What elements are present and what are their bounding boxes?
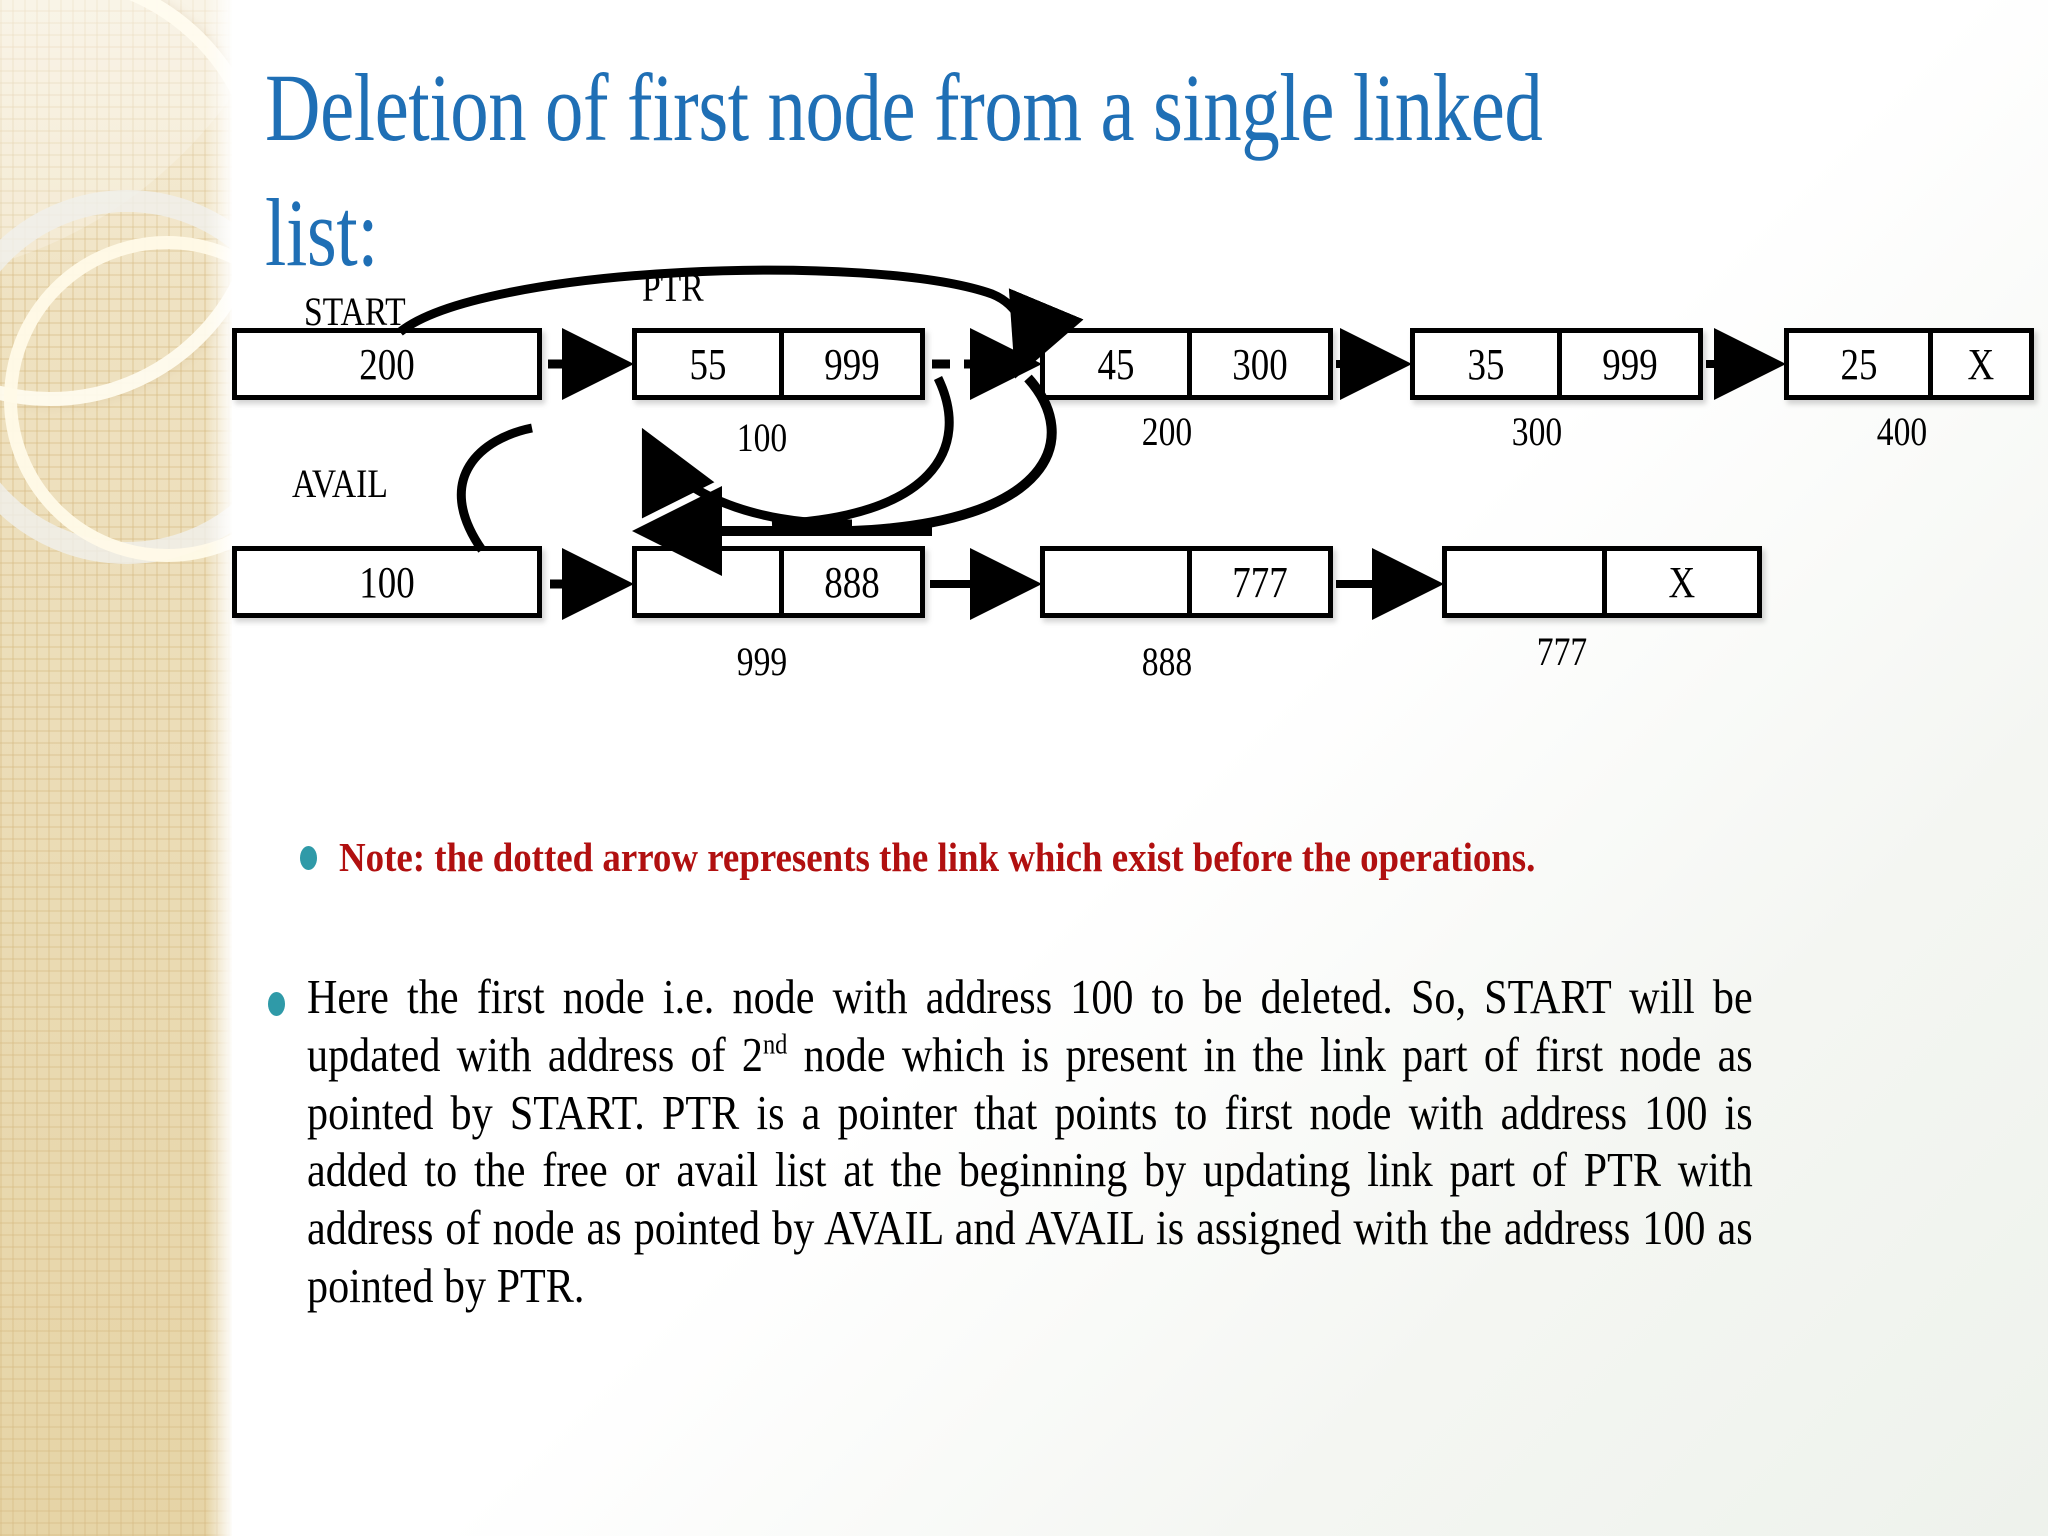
avail-node-3-link: X bbox=[1602, 551, 1757, 613]
bullet-dot-icon-2 bbox=[268, 992, 285, 1016]
avail-node-1-link: 888 bbox=[778, 551, 921, 613]
avail-pointer-box: 100 bbox=[232, 546, 542, 618]
avail-node-1-data bbox=[637, 551, 779, 613]
label-start: START bbox=[304, 289, 406, 334]
list-node-4: 25 X bbox=[1784, 328, 2034, 400]
page-title: Deletion of first node from a single lin… bbox=[265, 54, 1543, 286]
body-text-part1: Here the first node i.e. node with addre… bbox=[307, 969, 1753, 1082]
list-node-1-link: 999 bbox=[778, 333, 921, 395]
list-node-3: 35 999 bbox=[1410, 328, 1703, 400]
avail-node-1-address: 999 bbox=[736, 639, 788, 684]
list-node-4-address: 400 bbox=[1876, 409, 1928, 454]
list-node-3-address: 300 bbox=[1511, 409, 1563, 454]
list-node-3-data: 35 bbox=[1467, 339, 1505, 389]
body-paragraph: Here the first node i.e. node with addre… bbox=[307, 968, 1753, 1315]
label-ptr: PTR bbox=[642, 265, 704, 310]
linked-list-diagram: START PTR AVAIL 200 55 999 45 300 35 999… bbox=[232, 265, 2048, 818]
avail-node-3: X bbox=[1442, 546, 1762, 618]
list-node-1: 55 999 bbox=[632, 328, 925, 400]
avail-node-3-data bbox=[1447, 551, 1602, 613]
list-node-2-data: 45 bbox=[1097, 339, 1135, 389]
list-node-4-data: 25 bbox=[1840, 339, 1878, 389]
avail-node-2-data bbox=[1045, 551, 1187, 613]
start-pointer-value: 200 bbox=[359, 339, 415, 389]
list-node-1-data: 55 bbox=[689, 339, 727, 389]
ptr-link-update-curve bbox=[851, 374, 1057, 536]
avail-node-1: 888 bbox=[632, 546, 925, 618]
body-bullet-row: Here the first node i.e. node with addre… bbox=[268, 968, 1988, 1315]
list-node-4-link: X bbox=[1928, 333, 2029, 395]
avail-node-2-link: 777 bbox=[1186, 551, 1329, 613]
decorative-left-border bbox=[0, 0, 232, 1536]
start-pointer-box: 200 bbox=[232, 328, 542, 400]
label-avail: AVAIL bbox=[292, 461, 388, 506]
ordinal-suffix: nd bbox=[762, 1029, 788, 1061]
list-node-2-address: 200 bbox=[1141, 409, 1193, 454]
avail-pointer-value: 100 bbox=[359, 557, 415, 607]
avail-node-2-address: 888 bbox=[1141, 639, 1193, 684]
list-node-1-address: 100 bbox=[736, 415, 788, 460]
body-text-part2: node which is present in the link part o… bbox=[307, 1026, 1753, 1314]
bullet-dot-icon bbox=[300, 846, 317, 870]
note-bullet-row: Note: the dotted arrow represents the li… bbox=[300, 828, 1960, 887]
note-text: Note: the dotted arrow represents the li… bbox=[339, 834, 1536, 880]
avail-node-2: 777 bbox=[1040, 546, 1333, 618]
list-node-2: 45 300 bbox=[1040, 328, 1333, 400]
band-edge-fade bbox=[206, 0, 232, 1536]
list-node-2-link: 300 bbox=[1186, 333, 1329, 395]
avail-to-node1-curve bbox=[456, 423, 533, 553]
avail-node-3-address: 777 bbox=[1536, 629, 1588, 674]
list-node-3-link: 999 bbox=[1556, 333, 1699, 395]
